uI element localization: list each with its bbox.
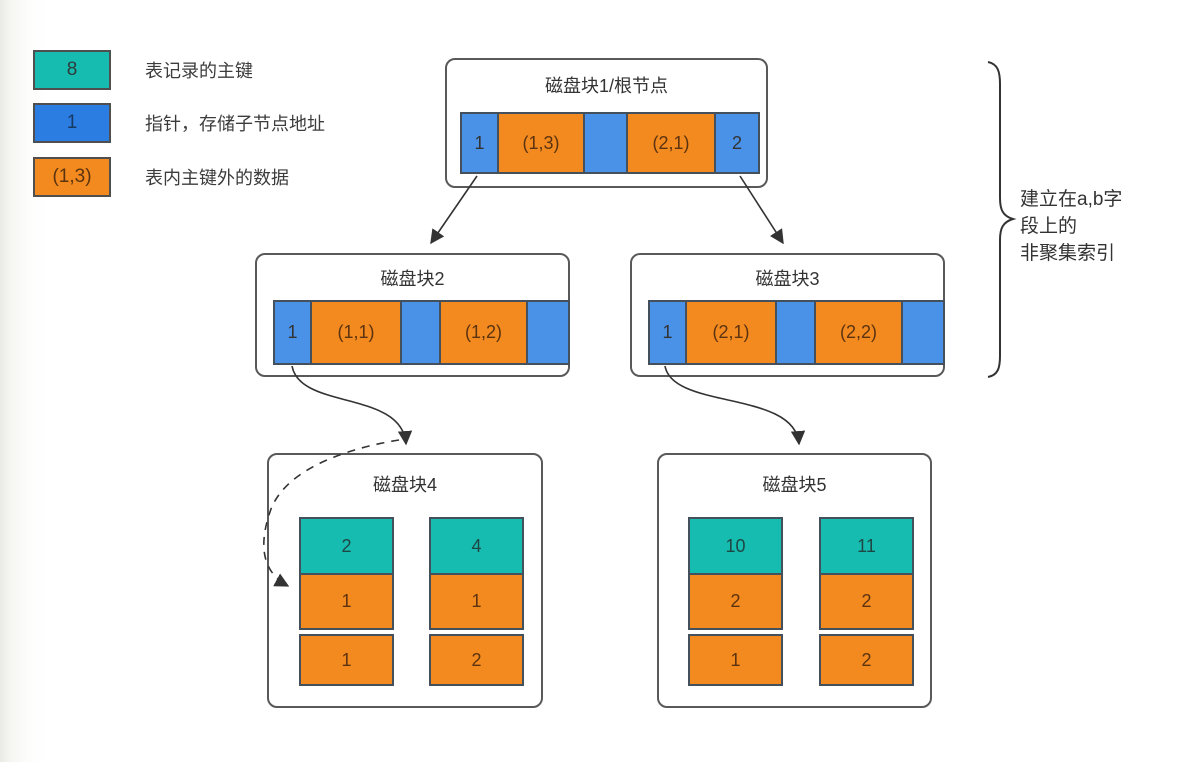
disk2-cell-row: 1 (1,1) (1,2) bbox=[273, 300, 570, 365]
disk-block-2-node: 磁盘块2 1 (1,1) (1,2) bbox=[255, 253, 570, 377]
legend-swatch-orange: (1,3) bbox=[33, 157, 111, 197]
root-node: 磁盘块1/根节点 1 (1,3) (2,1) 2 bbox=[445, 58, 768, 188]
key-cell: 4 bbox=[429, 517, 524, 575]
pointer-cell: 2 bbox=[714, 112, 760, 174]
disk3-cell-row: 1 (2,1) (2,2) bbox=[648, 300, 945, 365]
data-cell: 2 bbox=[819, 573, 914, 630]
data-cell: (1,1) bbox=[310, 300, 402, 365]
legend-label: 表内主键外的数据 bbox=[145, 168, 289, 188]
record-column: 11 2 2 bbox=[819, 517, 914, 686]
key-cell: 11 bbox=[819, 517, 914, 575]
legend-swatch-value: (1,3) bbox=[52, 166, 92, 187]
disk-block-5-node: 磁盘块5 10 2 1 11 2 2 bbox=[657, 453, 932, 708]
legend-swatch-teal: 8 bbox=[33, 50, 111, 90]
pointer-cell: 1 bbox=[273, 300, 312, 365]
root-cell-row: 1 (1,3) (2,1) 2 bbox=[460, 112, 760, 174]
legend-swatch-blue: 1 bbox=[33, 103, 111, 143]
legend-swatch-value: 8 bbox=[66, 59, 78, 80]
pointer-cell: 1 bbox=[460, 112, 499, 174]
data-cell: (1,2) bbox=[439, 300, 528, 365]
data-cell: (1,3) bbox=[497, 112, 585, 174]
data-cell: (2,1) bbox=[626, 112, 716, 174]
annotation-line: 非聚集索引 bbox=[1020, 243, 1116, 264]
legend-swatch-value: 1 bbox=[66, 112, 78, 133]
disk-block-4-node: 磁盘块4 2 1 1 4 1 2 bbox=[267, 453, 543, 708]
record-column: 10 2 1 bbox=[688, 517, 783, 686]
record-column: 4 1 2 bbox=[429, 517, 524, 686]
annotation-line: 段上的 bbox=[1020, 216, 1078, 237]
legend-label: 指针，存储子节点地址 bbox=[145, 114, 325, 134]
brace bbox=[987, 61, 1017, 378]
legend-label: 表记录的主键 bbox=[145, 61, 253, 81]
legend-item-pointer: 1 指针，存储子节点地址 bbox=[33, 103, 325, 143]
legend-item-primary-key: 8 表记录的主键 bbox=[33, 50, 253, 90]
legend-item-data: (1,3) 表内主键外的数据 bbox=[33, 157, 289, 197]
node-title: 磁盘块4 bbox=[372, 475, 437, 495]
data-cell: (2,1) bbox=[685, 300, 777, 365]
record-column: 2 1 1 bbox=[299, 517, 394, 686]
node-title: 磁盘块3 bbox=[755, 269, 820, 289]
data-cell: 2 bbox=[429, 634, 524, 686]
key-cell: 2 bbox=[299, 517, 394, 575]
pointer-cell bbox=[400, 300, 441, 365]
data-cell: 2 bbox=[819, 634, 914, 686]
pointer-cell bbox=[583, 112, 628, 174]
arrow-disk2-to-disk4 bbox=[291, 365, 413, 446]
pointer-cell bbox=[526, 300, 570, 365]
disk-block-3-node: 磁盘块3 1 (2,1) (2,2) bbox=[630, 253, 945, 377]
data-cell: 1 bbox=[299, 573, 394, 630]
index-annotation: 建立在a,b字 段上的 非聚集索引 bbox=[1020, 186, 1180, 267]
pointer-cell bbox=[901, 300, 945, 365]
node-title: 磁盘块1/根节点 bbox=[544, 76, 668, 96]
data-cell: 2 bbox=[688, 573, 783, 630]
key-cell: 10 bbox=[688, 517, 783, 575]
pointer-cell bbox=[775, 300, 816, 365]
data-cell: 1 bbox=[429, 573, 524, 630]
data-cell: 1 bbox=[299, 634, 394, 686]
pointer-cell: 1 bbox=[648, 300, 687, 365]
node-title: 磁盘块5 bbox=[762, 475, 827, 495]
data-cell: (2,2) bbox=[814, 300, 903, 365]
data-cell: 1 bbox=[688, 634, 783, 686]
node-title: 磁盘块2 bbox=[380, 269, 445, 289]
annotation-line: 建立在a,b字 bbox=[1020, 189, 1123, 210]
arrow-disk3-to-disk5 bbox=[664, 365, 806, 446]
